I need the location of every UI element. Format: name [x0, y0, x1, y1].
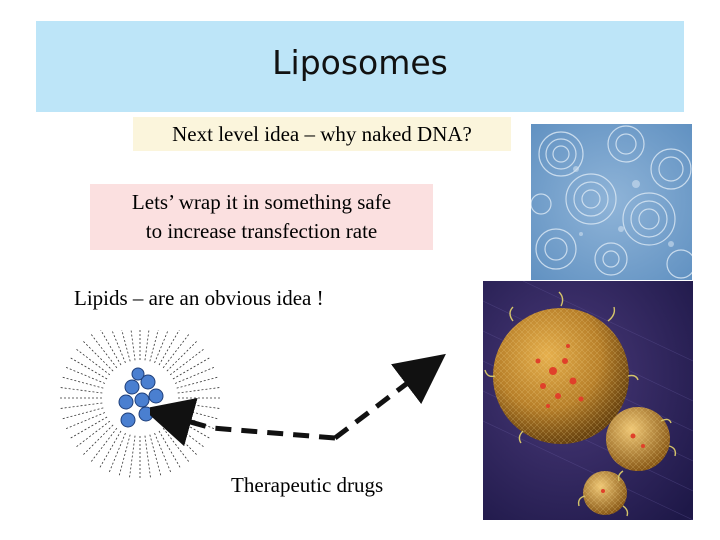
lipid-tail: [149, 330, 159, 362]
lipid-tail: [154, 330, 169, 364]
lipid-tail: [169, 348, 204, 376]
point-naked-dna: Next level idea – why naked DNA?: [133, 117, 511, 151]
lipid-tail: [149, 434, 162, 476]
drug-molecule: [118, 394, 134, 410]
lipid-tail: [118, 434, 131, 476]
lipid-tail: [90, 427, 118, 462]
lipid-tail: [166, 341, 197, 372]
title-banner: Liposomes: [36, 21, 684, 112]
drug-molecule: [120, 412, 136, 428]
lipid-tail: [158, 330, 180, 366]
slide-title: Liposomes: [272, 43, 448, 82]
lipid-tail: [65, 367, 106, 384]
lipid-tail: [99, 430, 122, 468]
lipid-tail: [158, 430, 181, 468]
lipid-tail: [60, 402, 103, 409]
drug-molecule: [124, 379, 140, 395]
lipid-tail: [129, 435, 136, 478]
lipid-tail: [177, 387, 220, 394]
lipid-tail: [70, 357, 108, 380]
caption-therapeutic-drugs: Therapeutic drugs: [231, 473, 384, 497]
lipid-tail: [111, 330, 126, 364]
lipid-tail: [70, 416, 108, 439]
point-wrap-line2: to increase transfection rate: [145, 219, 378, 243]
drug-molecule: [131, 367, 145, 381]
liposome-rendering: [483, 281, 693, 520]
lipid-tail: [154, 432, 171, 473]
lipid-tail: [176, 376, 218, 389]
lipid-tail: [65, 412, 106, 429]
lipid-tail: [174, 367, 215, 384]
lipid-tail: [62, 407, 104, 420]
drug-molecule: [140, 374, 156, 390]
lipid-tail: [130, 330, 136, 361]
lipid-tail: [76, 420, 111, 448]
drug-molecule: [134, 392, 150, 408]
lipid-tail: [144, 330, 150, 361]
lipid-tail: [109, 432, 126, 473]
lipid-tail: [83, 341, 114, 372]
lipid-tail: [177, 402, 220, 409]
lipid-tail: [90, 334, 118, 369]
lipid-tail: [100, 330, 122, 366]
liposome-micrograph: [531, 124, 692, 280]
lipid-tail: [162, 334, 190, 369]
lipid-tail: [60, 387, 103, 394]
lipid-tail: [172, 357, 210, 380]
point-wrap-safe: Lets’ wrap it in something safe to incre…: [90, 184, 433, 250]
lipid-tail: [144, 435, 151, 478]
lipid-tail: [76, 348, 111, 376]
point-lipids: Lipids – are an obvious idea !: [74, 286, 324, 310]
lipid-tail: [62, 376, 104, 389]
lipid-tail: [121, 330, 131, 362]
dashed-arrow-icon: [150, 353, 446, 447]
lipid-tail: [83, 424, 114, 455]
point-wrap-line1: Lets’ wrap it in something safe: [131, 190, 392, 214]
